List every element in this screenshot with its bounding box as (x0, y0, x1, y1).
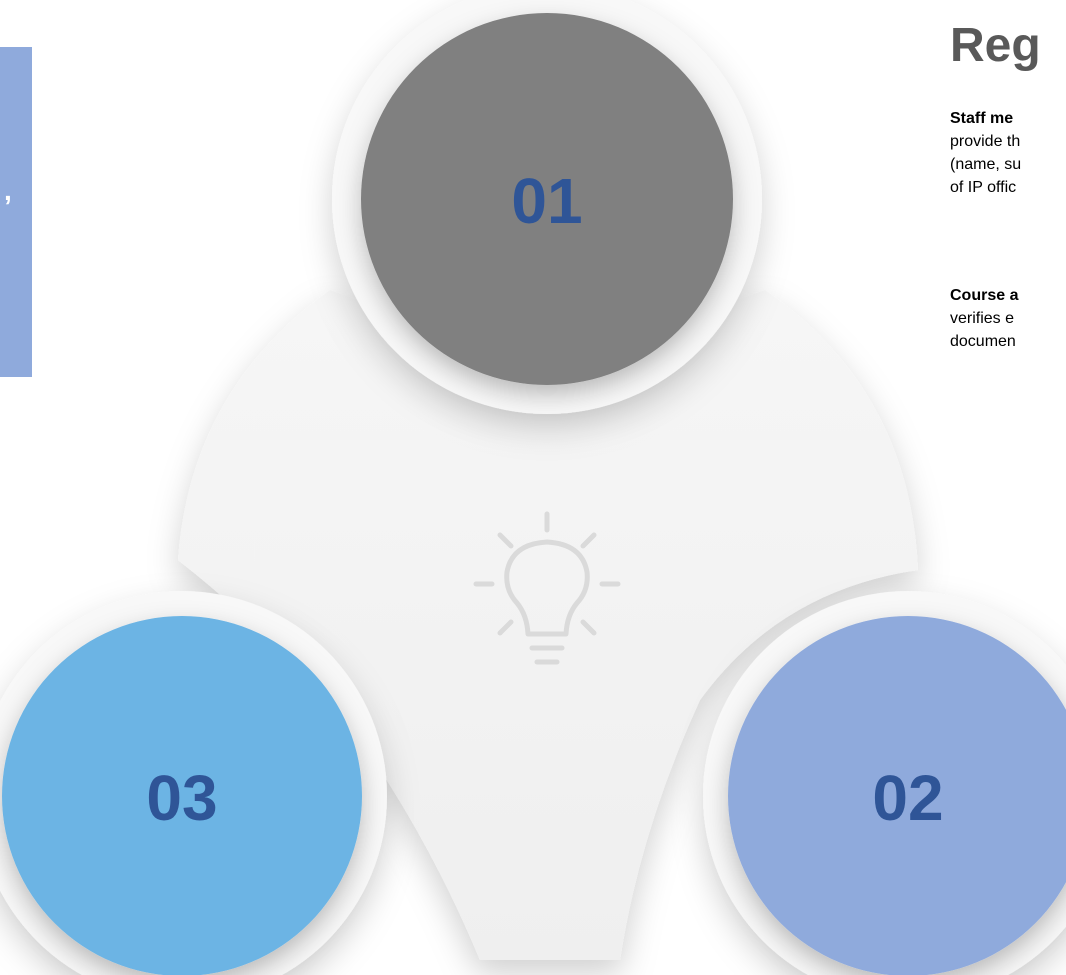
section-title: Reg (950, 19, 1041, 72)
step-label-03: 03 (146, 762, 217, 834)
step-label-02: 02 (872, 762, 943, 834)
step-circle-01: 01 (361, 13, 733, 385)
paragraph-course: Course a verifies e documen (950, 284, 1066, 353)
step-circle-03: 03 (2, 616, 362, 975)
step-label-01: 01 (511, 165, 582, 237)
left-side-panel: , (0, 47, 32, 377)
paragraph-course-line: verifies e (950, 310, 1015, 327)
paragraph-staff: Staff me provide th (name, su of IP offi… (950, 107, 1066, 199)
lightbulb-icon (473, 511, 621, 665)
paragraph-staff-line: of IP offic (950, 179, 1017, 196)
paragraph-staff-line: provide th (950, 133, 1021, 150)
paragraph-course-line: documen (950, 333, 1016, 350)
left-panel-fragment: , (4, 175, 12, 206)
diagram-background-shape (178, 290, 918, 960)
paragraph-staff-line: (name, su (950, 156, 1022, 173)
paragraph-course-lead: Course a (950, 287, 1019, 304)
paragraph-staff-lead: Staff me (950, 110, 1014, 127)
step-circle-02: 02 (728, 616, 1066, 975)
